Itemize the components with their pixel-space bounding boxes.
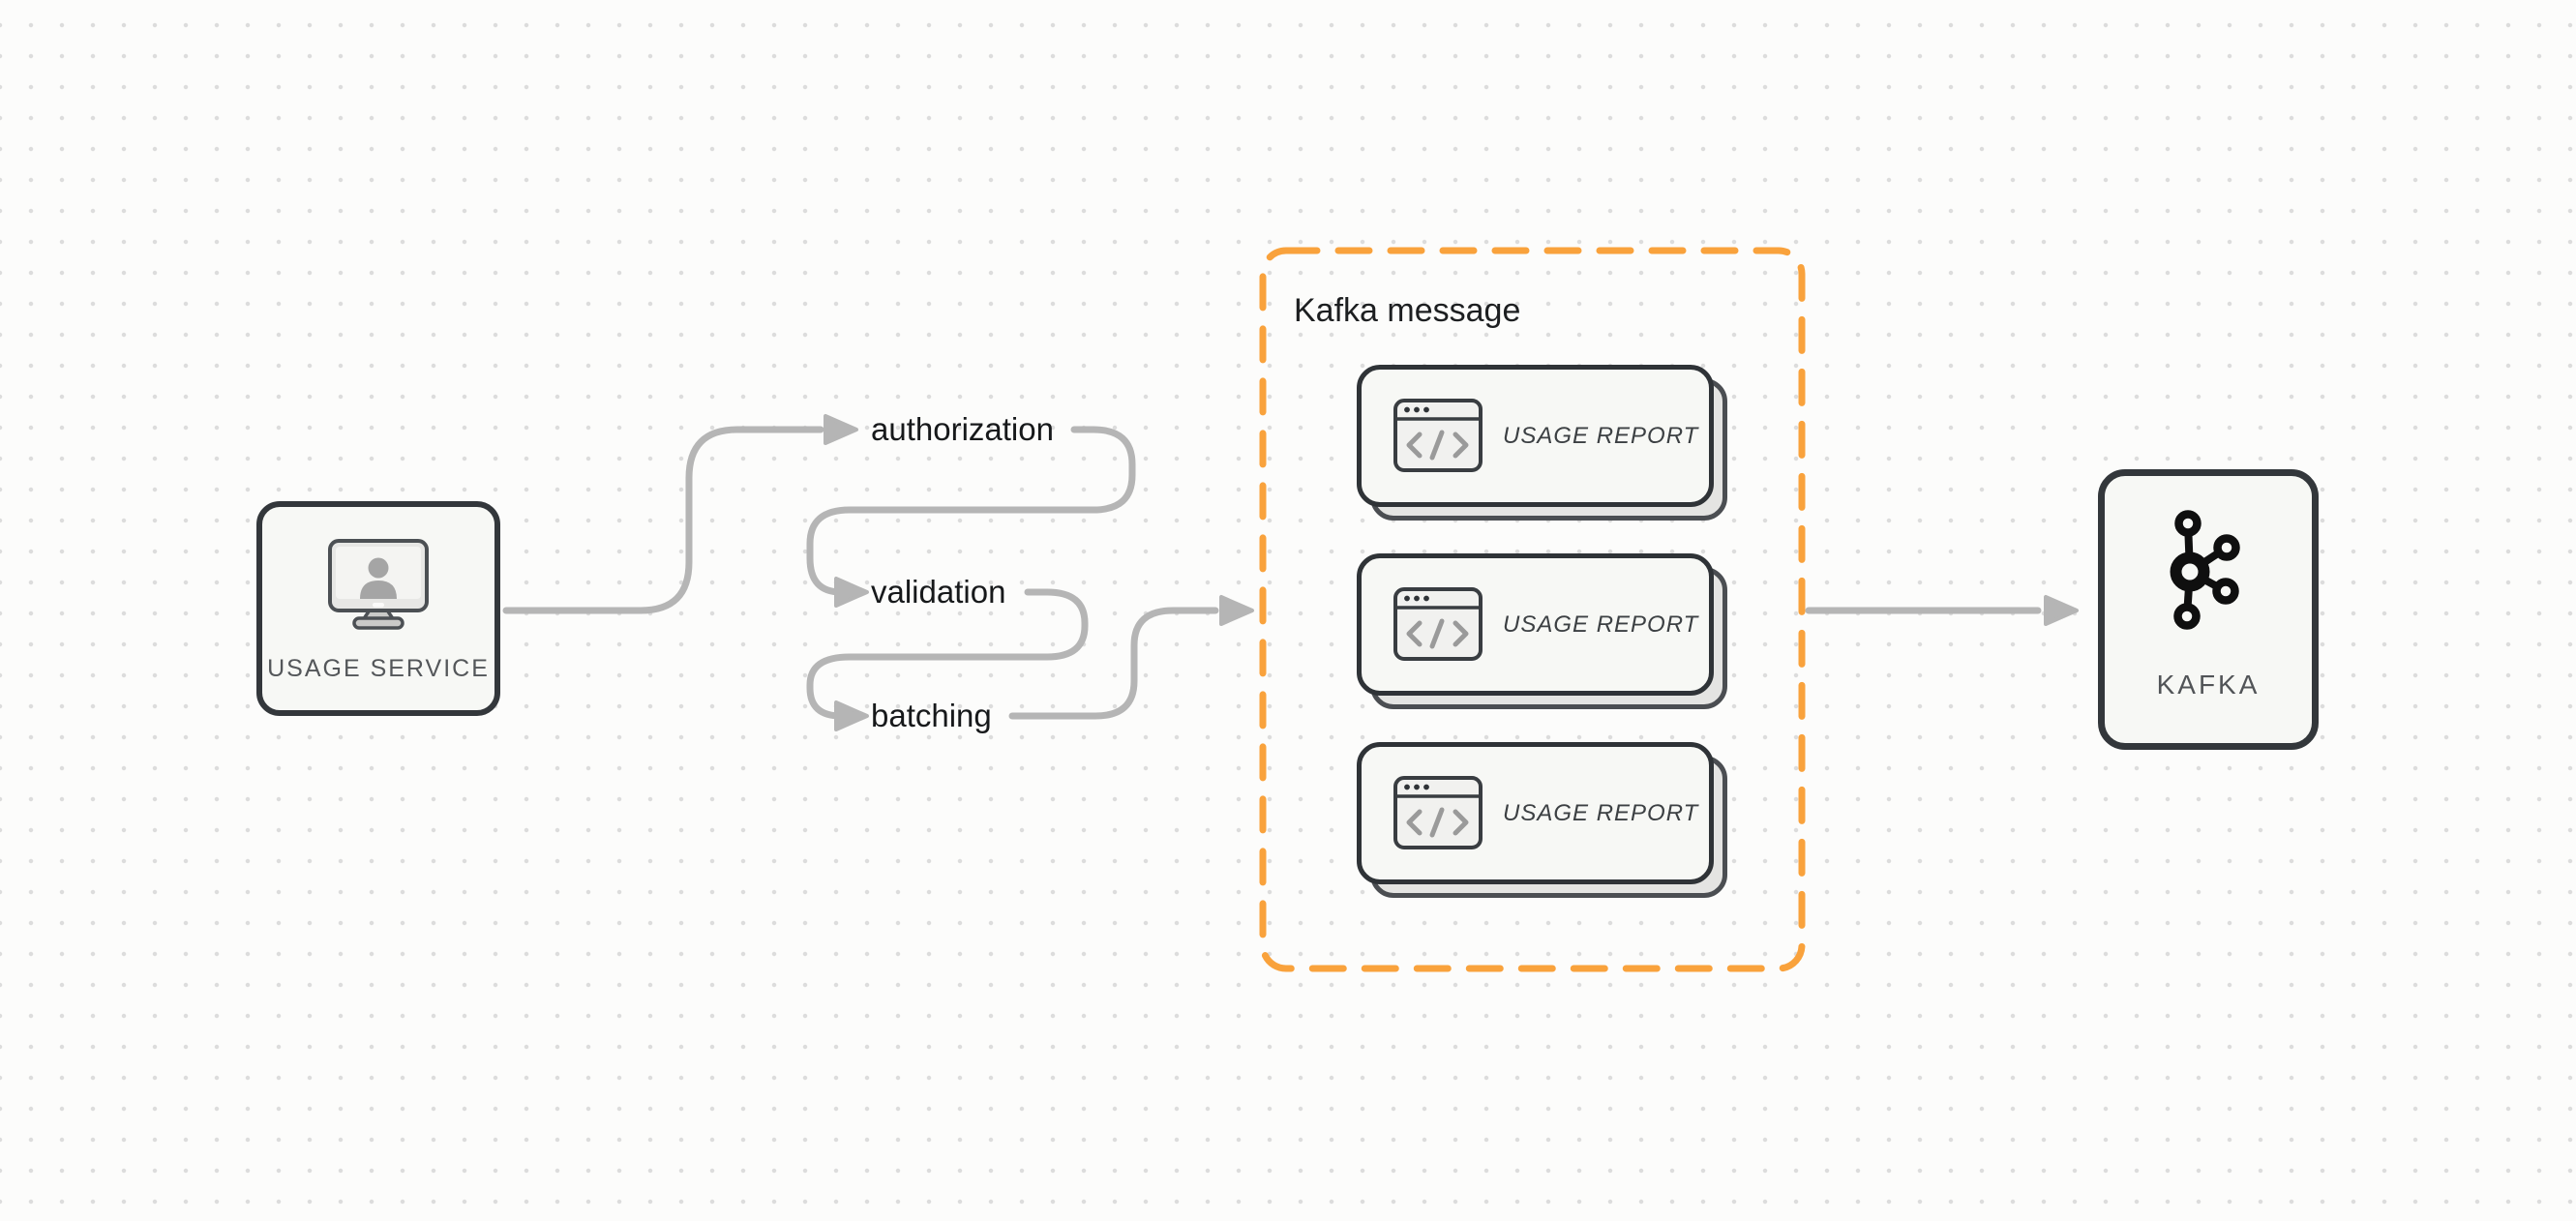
pipeline-step-authorization: authorization xyxy=(871,411,1054,447)
arrowhead-validation xyxy=(834,577,869,608)
arrow-validation-to-batching xyxy=(806,588,1089,720)
arrow-authorization-to-validation xyxy=(806,426,1136,596)
monitor-user-icon xyxy=(328,539,429,630)
usage-report-label: USAGE REPORT xyxy=(1503,610,1699,638)
usage-report-card: USAGE REPORT xyxy=(1357,553,1714,696)
usage-service-node: USAGE SERVICE xyxy=(256,501,500,716)
kafka-node: KAFKA xyxy=(2098,469,2319,750)
code-window-icon xyxy=(1393,587,1483,661)
usage-report-card: USAGE REPORT xyxy=(1357,742,1714,884)
usage-report-card: USAGE REPORT xyxy=(1357,365,1714,507)
arrowhead-batching xyxy=(834,700,869,731)
kafka-logo-icon xyxy=(2170,510,2240,630)
arrow-usage-to-authorization xyxy=(502,426,824,614)
usage-report-label: USAGE REPORT xyxy=(1503,799,1699,826)
kafka-label: KAFKA xyxy=(2156,670,2261,700)
usage-report-label: USAGE REPORT xyxy=(1503,422,1699,449)
arrowhead-into-kafka xyxy=(2044,595,2079,626)
pipeline-step-validation: validation xyxy=(871,574,1006,610)
pipeline-step-batching: batching xyxy=(871,698,992,733)
kafka-message-group-title: Kafka message xyxy=(1294,292,1521,329)
code-window-icon xyxy=(1393,399,1483,472)
arrowhead-authorization xyxy=(824,414,858,445)
arrow-batching-to-group xyxy=(1008,607,1219,720)
kafka-message-group-border xyxy=(1259,247,1806,972)
usage-service-label: USAGE SERVICE xyxy=(267,655,490,682)
code-window-icon xyxy=(1393,776,1483,849)
arrowhead-into-group xyxy=(1219,595,1254,626)
